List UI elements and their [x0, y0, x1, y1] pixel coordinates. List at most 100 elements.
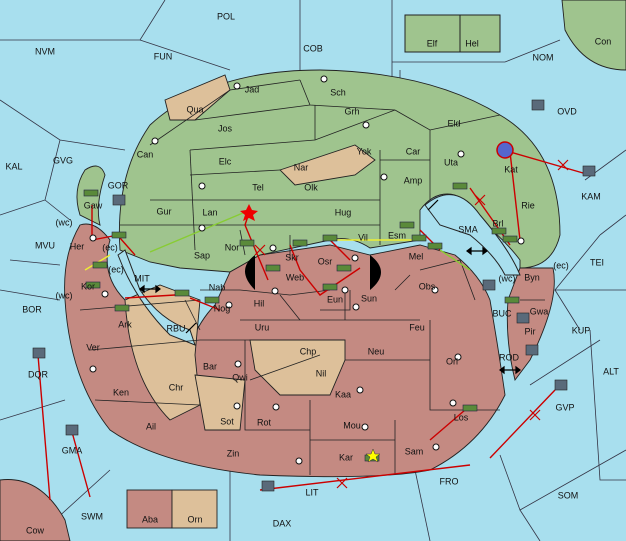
- region-label-elc: Elc: [219, 156, 232, 166]
- sea-label-bor: BOR: [22, 304, 42, 314]
- red-right-lobe: [506, 267, 555, 382]
- region-chr-area[interactable]: [124, 284, 201, 421]
- sea-label-tei: TEI: [590, 257, 604, 267]
- region-label-jad: Jad: [245, 84, 260, 94]
- sea-label-kup: KUP: [572, 325, 591, 335]
- region-label-uru: Uru: [255, 322, 270, 332]
- region-label-sap: Sap: [194, 250, 210, 260]
- sea-label-alt: ALT: [603, 366, 619, 376]
- kat-globe-marker: [496, 141, 514, 159]
- region-label-chr: Chr: [169, 382, 184, 392]
- sea-label-nom: NOM: [533, 52, 554, 62]
- region-label-mel: Mel: [409, 251, 424, 261]
- region-label-sun: Sun: [361, 293, 377, 303]
- region-label-olk: Olk: [304, 182, 318, 192]
- sea-label-ovd: OVD: [557, 106, 577, 116]
- sea-label-wc-kor: (wc): [56, 290, 73, 300]
- region-label-ail: Ail: [146, 421, 156, 431]
- region-label-ark: Ark: [118, 319, 132, 329]
- region-label-tel: Tel: [252, 182, 264, 192]
- sea-label-rod: ROD: [499, 352, 520, 362]
- sea-label-sma: SMA: [458, 224, 478, 234]
- region-label-gwa: Gwa: [530, 306, 549, 316]
- kar-star-marker: [365, 448, 381, 463]
- region-label-zin: Zin: [227, 448, 240, 458]
- region-cow[interactable]: [0, 479, 71, 541]
- region-label-nab: Nab: [209, 282, 226, 292]
- region-label-byn: Byn: [524, 272, 540, 282]
- land-labels: Jad Sch Qua Jos Grh Can Elc Yok Car Eld …: [70, 84, 549, 462]
- region-label-nor: Nor: [225, 242, 240, 252]
- sea-label-lit: LIT: [305, 487, 319, 497]
- canal-cap-left: [245, 255, 255, 290]
- region-label-her: Her: [70, 241, 85, 251]
- sea-label-fro: FRO: [440, 476, 459, 486]
- region-label-yok: Yok: [357, 146, 372, 156]
- region-label-rie: Rie: [521, 200, 535, 210]
- region-label-osr: Osr: [318, 256, 333, 266]
- region-label-con: Con: [595, 36, 612, 46]
- canal-cap-right: [370, 255, 381, 290]
- sea-label-ec-left: (ec): [102, 242, 118, 252]
- sea-label-ec-kor: (ec): [108, 264, 124, 274]
- sea-label-rbu: RBU: [166, 323, 185, 333]
- region-nar[interactable]: [279, 144, 376, 186]
- region-label-gur: Gur: [156, 206, 171, 216]
- interior-borders: [79, 79, 545, 475]
- sea-label-nvm: NVM: [35, 46, 55, 56]
- region-label-chp: Chp: [300, 346, 317, 356]
- sea-label-wc-byn: (wc): [499, 273, 516, 283]
- sea-label-gvp: GVP: [555, 402, 574, 412]
- sea-label-mvu: MVU: [35, 240, 55, 250]
- region-label-gaw: Gaw: [84, 200, 103, 210]
- region-label-bar: Bar: [203, 361, 217, 371]
- sea-label-wc-left: (wc): [56, 217, 73, 227]
- sea-label-fun: FUN: [154, 51, 173, 61]
- region-label-web: Web: [286, 272, 304, 282]
- sea-label-gor: GOR: [108, 180, 129, 190]
- elf-hel-islands: Elf Hel: [404, 14, 501, 53]
- region-label-mou: Mou: [343, 420, 361, 430]
- region-label-kat: Kat: [504, 164, 518, 174]
- region-label-qua: Qua: [186, 104, 203, 114]
- region-label-sam: Sam: [405, 446, 424, 456]
- rbu-channel: [117, 249, 196, 346]
- region-label-pir: Pir: [525, 326, 536, 336]
- region-label-elf: Elf: [427, 38, 438, 48]
- region-label-jos: Jos: [218, 123, 233, 133]
- region-label-amp: Amp: [404, 175, 423, 185]
- support-line-green: [149, 209, 251, 253]
- region-label-nar: Nar: [294, 162, 309, 172]
- region-orn[interactable]: [171, 489, 218, 529]
- sea-label-pol: POL: [217, 11, 235, 21]
- sea-label-cob: COB: [303, 43, 323, 53]
- region-aba[interactable]: [126, 489, 173, 529]
- region-label-lan: Lan: [202, 207, 217, 217]
- region-label-orn: Orn: [187, 514, 202, 524]
- sea-label-buc: BUC: [492, 308, 512, 318]
- region-label-brl: Brl: [493, 218, 504, 228]
- sea-label-ec-byn: (ec): [553, 260, 569, 270]
- region-label-ken: Ken: [113, 387, 129, 397]
- region-label-aba: Aba: [142, 514, 158, 524]
- region-sot[interactable]: [194, 374, 246, 431]
- region-label-kor: Kor: [81, 281, 95, 291]
- sea-label-gma: GMA: [62, 445, 83, 455]
- region-label-eld: Eld: [447, 118, 460, 128]
- sea-label-dqr: DQR: [28, 369, 49, 379]
- region-chp-nil[interactable]: [249, 339, 346, 396]
- sea-label-mit: MIT: [134, 273, 150, 283]
- region-con[interactable]: [561, 0, 626, 71]
- region-qua[interactable]: [164, 74, 231, 121]
- failed-order-marks: [254, 159, 569, 489]
- region-label-neu: Neu: [368, 346, 385, 356]
- region-label-car: Car: [406, 146, 421, 156]
- region-label-rot: Rot: [257, 417, 272, 427]
- region-label-eun: Eun: [327, 294, 343, 304]
- support-line-green-2: [439, 249, 471, 271]
- region-label-ver: Ver: [86, 342, 100, 352]
- region-label-los: Los: [454, 412, 469, 422]
- supply-centers: [89, 75, 526, 465]
